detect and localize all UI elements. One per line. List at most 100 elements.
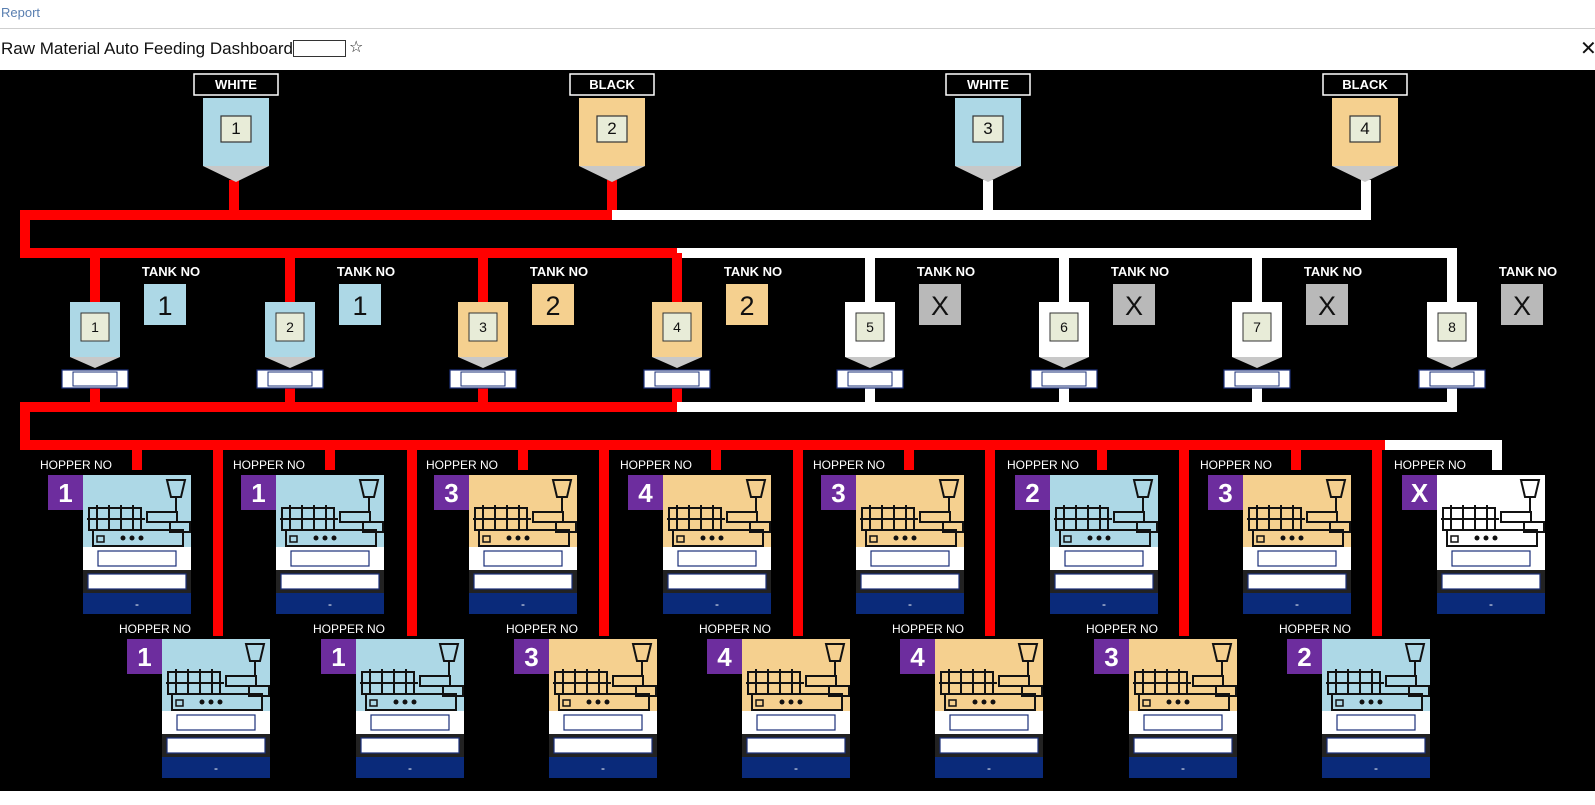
machine-info-field[interactable] [756,714,836,731]
injection-unit-icon [749,521,771,533]
silo-material-label-box [945,73,1031,96]
control-dot [788,699,794,705]
machine-bottom-3[interactable]: HOPPER NO3- [506,622,657,778]
tank-no-badge [339,284,381,325]
machine-info-field[interactable] [1064,550,1144,567]
machine-info-field[interactable] [1257,550,1337,567]
tank-cone [1039,357,1089,368]
machine-counter-field[interactable] [553,737,653,754]
machine-top-5[interactable]: HOPPER NO3- [813,458,964,614]
machine-status-bar [663,593,771,614]
control-dot [402,699,408,705]
machine-bottom-1[interactable]: HOPPER NO1- [119,622,270,778]
close-icon[interactable]: ✕ [1580,38,1595,60]
breadcrumb-report[interactable]: Report [1,5,41,20]
machine-bottom-2[interactable]: HOPPER NO1- [313,622,464,778]
injection-unit-icon [1021,685,1043,697]
machine-status: - [1181,761,1185,775]
machine-counter-field[interactable] [1133,737,1233,754]
machine-counter-field[interactable] [1441,573,1541,590]
machine-status-bar [276,593,384,614]
machine-counter-field[interactable] [473,573,573,590]
title-input[interactable] [293,40,346,57]
hopper-no-badge [1402,475,1437,510]
machine-info-field[interactable] [949,714,1029,731]
barrel-icon [1113,511,1145,523]
machine-counter-field[interactable] [280,573,380,590]
tank-id: 1 [91,319,99,335]
hopper-no-value: 3 [524,642,538,672]
control-dot [129,535,135,541]
machine-counter-field[interactable] [939,737,1039,754]
panel-icon [755,699,764,707]
machine-counter-field[interactable] [1326,737,1426,754]
machine-top-6[interactable]: HOPPER NO2- [1007,458,1158,614]
machine-base-icon [1059,529,1151,547]
tank-valve-inner [72,371,118,387]
machine-status-bar [1129,757,1237,778]
machine-counter-field[interactable] [87,573,187,590]
machine-counter-field[interactable] [166,737,266,754]
control-dot [1492,535,1498,541]
machine-bottom-4[interactable]: HOPPER NO4- [699,622,850,778]
machine-info-field[interactable] [1451,550,1531,567]
machine-info-field[interactable] [677,550,757,567]
hopper-no-badge [1208,475,1243,510]
machine-counter-field[interactable] [860,573,960,590]
machine-top-3[interactable]: HOPPER NO3- [426,458,577,614]
machine-status-bar [856,593,964,614]
hopper-no-label: HOPPER NO [892,622,964,636]
machine-info-field[interactable] [870,550,950,567]
machine-info-field[interactable] [1143,714,1223,731]
machine-base-icon [365,693,457,711]
machine-status: - [1489,597,1493,611]
tank-no-value: 1 [157,291,172,321]
machine-bottom-7[interactable]: HOPPER NO2- [1279,622,1430,778]
control-dot [981,699,987,705]
machine-counter-field[interactable] [1054,573,1154,590]
machine-counter-field[interactable] [746,737,846,754]
barrel-icon [339,511,371,523]
machine-info-field[interactable] [176,714,256,731]
machine-bottom-5[interactable]: HOPPER NO4- [892,622,1043,778]
machine-counter-field[interactable] [667,573,767,590]
machine-top-8[interactable]: HOPPER NOX- [1394,458,1545,614]
machine-info-field[interactable] [563,714,643,731]
machine-counter-field[interactable] [1247,573,1347,590]
machine-bottom-6[interactable]: HOPPER NO3- [1086,622,1237,778]
barrel-icon [532,511,564,523]
control-dot [322,535,328,541]
machine-info-field[interactable] [290,550,370,567]
control-dot [1166,699,1172,705]
control-dot [524,535,530,541]
panel-icon [1256,535,1265,543]
star-outline-icon[interactable]: ☆ [349,39,364,56]
tank-valve-inner [267,371,313,387]
machine-top-4[interactable]: HOPPER NO4- [620,458,771,614]
tank-id: 5 [866,319,874,335]
machine-info-field[interactable] [97,550,177,567]
machine-top-7[interactable]: HOPPER NO3- [1200,458,1351,614]
machine-top-1[interactable]: HOPPER NO1- [40,458,191,614]
silo-id: 1 [231,119,240,138]
tank-no-value: X [931,291,949,321]
machine-top-2[interactable]: HOPPER NO1- [233,458,384,614]
machine-info-field[interactable] [370,714,450,731]
machine-info-field[interactable] [483,550,563,567]
injection-unit-icon [1329,521,1351,533]
tank-no-label: TANK NO [530,264,588,279]
machine-info-field[interactable] [1336,714,1416,731]
machine-counter-field[interactable] [360,737,460,754]
